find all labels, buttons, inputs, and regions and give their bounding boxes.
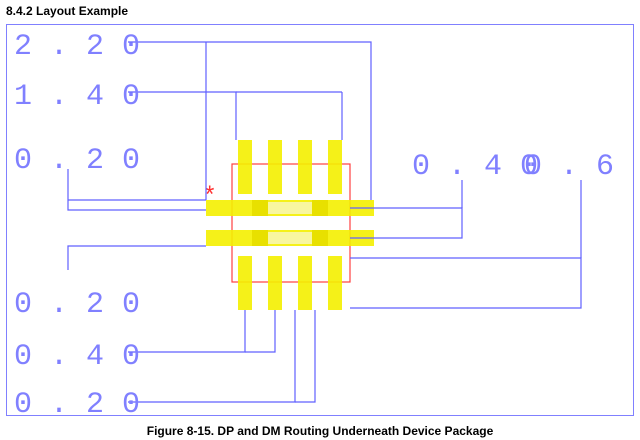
dim-left-6: 0 . 2 0 — [14, 388, 140, 416]
bracket-0-20-bottom — [67, 245, 206, 270]
pad-dm-inner-1 — [252, 230, 268, 246]
leader-1-40 — [128, 91, 237, 140]
dim-left-3: 0 . 2 0 — [14, 144, 140, 178]
dim-right-1: 0 . 4 0 — [412, 150, 538, 184]
figure-caption: Figure 8-15. DP and DM Routing Underneat… — [146, 424, 494, 438]
bottom-pads — [238, 256, 342, 310]
pad-dp-center — [268, 202, 312, 214]
section-heading: 8.4.2 Layout Example — [6, 4, 129, 18]
pad-dp-inner-2 — [312, 200, 328, 216]
pad-bottom-4 — [328, 256, 342, 310]
pin1-marker: * — [205, 181, 214, 208]
pad-bottom-1 — [238, 256, 252, 310]
bracket-0-20-top — [67, 169, 206, 211]
routing-lines — [67, 41, 582, 403]
pad-bottom-3 — [298, 256, 312, 310]
pad-dp-inner-1 — [252, 200, 268, 216]
dim-left-2: 1 . 4 0 — [14, 80, 140, 114]
pad-dm-center — [268, 232, 312, 244]
bracket-0-40-right — [350, 207, 463, 239]
bracket-0-60-right — [350, 257, 582, 309]
dim-left-1: 2 . 2 0 — [14, 30, 140, 64]
pad-top-3 — [298, 140, 312, 194]
pad-top-1 — [238, 140, 252, 194]
pad-top-2 — [268, 140, 282, 194]
tick-0-20-bottom-b — [295, 310, 316, 403]
top-pads — [238, 140, 342, 194]
dim-left-4: 0 . 2 0 — [14, 288, 140, 322]
leader-0-40-bottom — [128, 310, 246, 353]
leader-0-20-bottom — [128, 310, 296, 403]
dim-right-2: 0 . 6 0 — [524, 150, 634, 184]
pad-top-4 — [328, 140, 342, 194]
figure-border — [6, 24, 634, 416]
side-pads — [206, 200, 374, 246]
pad-bottom-2 — [268, 256, 282, 310]
device-body-outline — [231, 163, 351, 283]
dimension-labels: 2 . 2 0 1 . 4 0 0 . 2 0 0 . 2 0 0 . 4 0 … — [14, 30, 634, 416]
tick-0-40-bottom-b — [245, 310, 276, 353]
leader-2-20 — [128, 41, 372, 200]
dim-left-5: 0 . 4 0 — [14, 340, 140, 374]
pad-dm-inner-2 — [312, 230, 328, 246]
layout-figure: * 2 . 2 0 1 . 4 0 0 . 2 0 0 . 2 0 0 . — [6, 24, 634, 416]
